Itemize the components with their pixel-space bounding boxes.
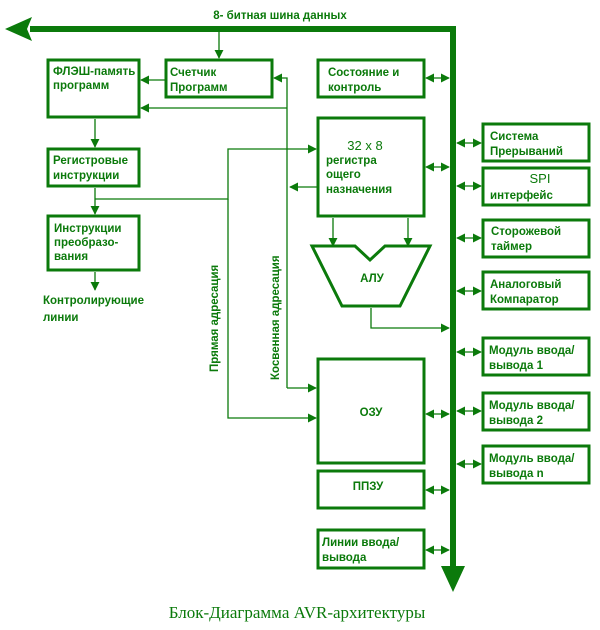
svg-text:ощего: ощего xyxy=(326,169,361,181)
svg-text:назначения: назначения xyxy=(326,184,392,196)
flash-memory-block: ФЛЭШ-память программ xyxy=(46,58,141,119)
alu-block: АЛУ xyxy=(309,244,433,308)
io-module-1-block: Модуль ввода/ вывода 1 xyxy=(481,336,591,377)
svg-text:Линии ввода/: Линии ввода/ xyxy=(322,537,400,549)
program-counter-block: Счетчик Программ xyxy=(164,58,274,99)
eeprom-block: ППЗУ xyxy=(316,469,426,510)
svg-text:Инструкции: Инструкции xyxy=(54,223,121,235)
svg-text:SPI: SPI xyxy=(530,171,551,186)
data-bus: 8- битная шина данных xyxy=(5,10,465,592)
svg-text:вания: вания xyxy=(54,251,88,263)
svg-text:ФЛЭШ-память: ФЛЭШ-память xyxy=(53,66,135,78)
svg-text:Система: Система xyxy=(490,131,539,143)
svg-text:Счетчик: Счетчик xyxy=(170,67,216,79)
control-lines-label: Контролирующие xyxy=(43,295,144,307)
svg-text:АЛУ: АЛУ xyxy=(360,273,385,285)
sram-block: ОЗУ xyxy=(316,357,426,465)
svg-text:интерфейс: интерфейс xyxy=(490,190,553,202)
svg-text:Прерываний: Прерываний xyxy=(490,146,563,158)
register-file-block: 32 x 8 регистра ощего назначения xyxy=(316,116,426,218)
svg-text:программ: программ xyxy=(53,80,109,92)
svg-text:Модуль ввода/: Модуль ввода/ xyxy=(489,345,575,357)
io-module-2-block: Модуль ввода/ вывода 2 xyxy=(481,391,591,432)
svg-text:таймер: таймер xyxy=(491,241,532,253)
status-control-block: Состояние и контроль xyxy=(316,58,426,99)
svg-text:вывода n: вывода n xyxy=(489,468,544,480)
spi-interface-block: SPI интерфейс xyxy=(481,166,591,207)
control-lines-label-2: линии xyxy=(43,312,78,324)
interrupt-system-block: Система Прерываний xyxy=(481,122,591,163)
svg-text:преобразо-: преобразо- xyxy=(54,237,119,249)
io-module-n-block: Модуль ввода/ вывода n xyxy=(481,444,591,485)
svg-text:регистра: регистра xyxy=(326,155,377,167)
bus-label: 8- битная шина данных xyxy=(213,10,347,22)
svg-text:контроль: контроль xyxy=(328,82,381,94)
bus-arrow-left-icon xyxy=(5,17,32,41)
bus-arrow-down-icon xyxy=(441,566,465,592)
direct-addressing-label: Прямая адресация xyxy=(209,265,221,372)
io-lines-block: Линии ввода/ вывода xyxy=(316,528,426,570)
svg-text:Сторожевой: Сторожевой xyxy=(491,226,561,238)
indirect-addressing-label: Косвенная адресация xyxy=(270,255,282,380)
svg-text:вывода: вывода xyxy=(322,552,367,564)
svg-text:Регистровые: Регистровые xyxy=(53,155,128,167)
svg-text:32 x 8: 32 x 8 xyxy=(347,138,382,153)
svg-text:Компаратор: Компаратор xyxy=(490,294,559,306)
svg-text:Аналоговый: Аналоговый xyxy=(490,279,561,291)
svg-text:Программ: Программ xyxy=(170,82,228,94)
svg-text:ОЗУ: ОЗУ xyxy=(360,407,384,419)
analog-comparator-block: Аналоговый Компаратор xyxy=(481,270,591,311)
diagram-caption: Блок-Диаграмма AVR-архитектуры xyxy=(169,603,426,622)
svg-text:вывода 2: вывода 2 xyxy=(489,415,543,427)
svg-text:инструкции: инструкции xyxy=(53,170,119,182)
svg-text:вывода 1: вывода 1 xyxy=(489,360,544,372)
connectors xyxy=(90,29,482,555)
instruction-decoder-block: Инструкции преобразо- вания xyxy=(46,214,141,272)
watchdog-timer-block: Сторожевой таймер xyxy=(481,218,591,259)
instruction-register-block: Регистровые инструкции xyxy=(46,147,141,188)
svg-text:Модуль ввода/: Модуль ввода/ xyxy=(489,453,575,465)
svg-text:ППЗУ: ППЗУ xyxy=(353,481,384,493)
svg-text:Модуль ввода/: Модуль ввода/ xyxy=(489,400,575,412)
svg-text:Состояние и: Состояние и xyxy=(328,67,399,79)
